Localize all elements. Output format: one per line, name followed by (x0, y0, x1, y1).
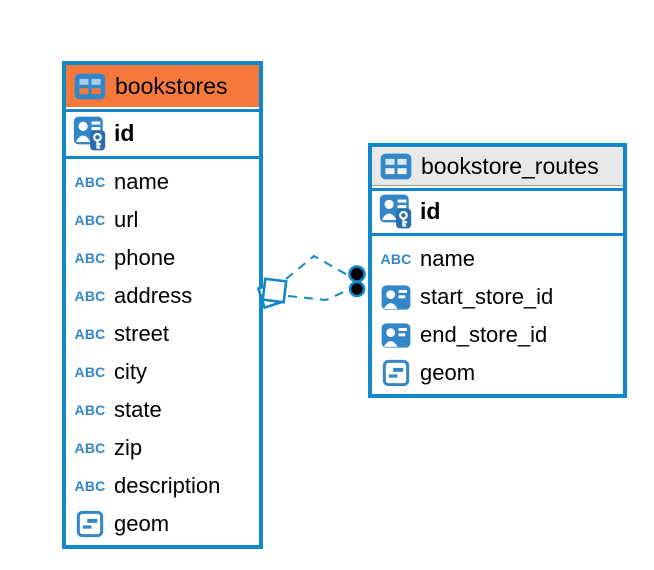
column-row[interactable]: geom (372, 354, 623, 392)
table-icon (74, 73, 106, 100)
column-row[interactable]: ABC address (66, 277, 259, 315)
text-type-icon: ABC (74, 440, 106, 456)
table-title: bookstores (115, 72, 228, 99)
column-row[interactable]: ABC name (372, 240, 623, 278)
text-type-icon: ABC (74, 288, 106, 304)
text-type-icon: ABC (74, 402, 106, 418)
column-name: name (420, 246, 476, 271)
column-row[interactable]: ABC city (66, 353, 259, 391)
column-list: ABC name start_store_id end_store_id ge (372, 236, 623, 394)
column-row[interactable]: ABC url (66, 201, 259, 239)
column-row[interactable]: end_store_id (372, 316, 623, 354)
table-header-bookstore-routes[interactable]: bookstore_routes (372, 147, 623, 186)
relationship-one-end-marker[interactable] (348, 265, 366, 298)
geometry-type-icon (75, 510, 105, 538)
table-icon (380, 153, 412, 180)
table-bookstores[interactable]: bookstores id ABC name ABC url ABC phone (62, 61, 263, 549)
column-name: start_store_id (420, 284, 554, 309)
foreign-key-icon (381, 322, 411, 349)
primary-key-icon (379, 194, 412, 229)
text-type-icon: ABC (74, 478, 106, 494)
text-type-icon: ABC (74, 250, 106, 266)
header-separator (372, 186, 623, 191)
column-row[interactable]: ABC state (66, 391, 259, 429)
column-name: city (114, 359, 147, 384)
table-header-bookstores[interactable]: bookstores (66, 65, 259, 107)
column-row-id[interactable]: id (372, 191, 623, 231)
table-bookstore-routes[interactable]: bookstore_routes id ABC name start_store… (368, 143, 627, 398)
column-name: id (114, 119, 135, 146)
header-separator (66, 107, 259, 112)
column-row[interactable]: ABC name (66, 163, 259, 201)
column-name: zip (114, 435, 143, 460)
column-name: address (114, 283, 193, 308)
text-type-icon: ABC (74, 212, 106, 228)
column-row[interactable]: start_store_id (372, 278, 623, 316)
column-row[interactable]: ABC zip (66, 429, 259, 467)
column-row[interactable]: ABC street (66, 315, 259, 353)
column-row[interactable]: geom (66, 505, 259, 543)
text-type-icon: ABC (74, 364, 106, 380)
text-type-icon: ABC (380, 251, 412, 267)
column-name: id (420, 197, 441, 224)
column-name: name (114, 169, 170, 194)
relationship-line-lower[interactable] (287, 288, 351, 302)
column-row-id[interactable]: id (66, 112, 259, 154)
column-name: state (114, 397, 162, 422)
column-row[interactable]: ABC phone (66, 239, 259, 277)
column-name: phone (114, 245, 176, 270)
relationship-line-upper[interactable] (285, 254, 352, 280)
column-row[interactable]: ABC description (66, 467, 259, 505)
column-name: url (114, 207, 139, 232)
id-separator (372, 231, 623, 236)
table-title: bookstore_routes (421, 152, 599, 179)
text-type-icon: ABC (74, 326, 106, 342)
column-name: description (114, 473, 221, 498)
column-name: street (114, 321, 170, 346)
column-list: ABC name ABC url ABC phone ABC address A… (66, 159, 259, 545)
column-name: geom (420, 360, 476, 385)
column-name: end_store_id (420, 322, 548, 347)
foreign-key-icon (381, 284, 411, 311)
primary-key-icon (73, 116, 106, 151)
text-type-icon: ABC (74, 174, 106, 190)
column-name: geom (114, 511, 170, 536)
geometry-type-icon (381, 359, 411, 387)
id-separator (66, 154, 259, 159)
